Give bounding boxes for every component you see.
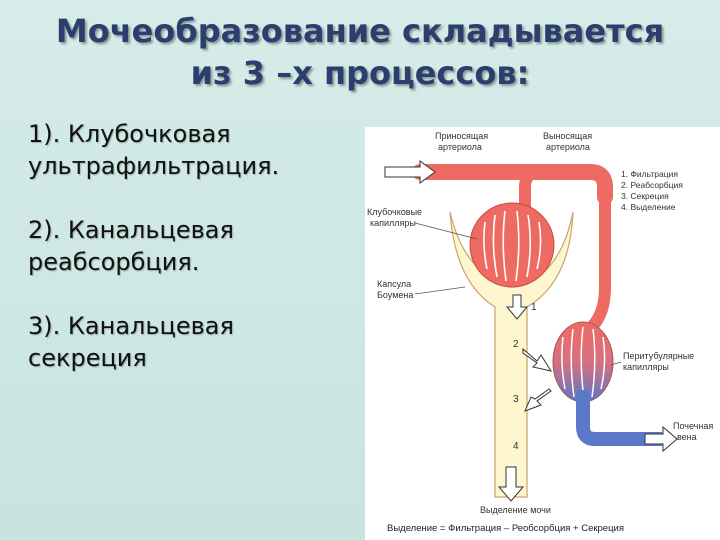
glomerulus (469, 202, 555, 288)
afferent-label: Приносящая (435, 131, 488, 141)
nephron-svg: 1 2 3 4 Приносящая артериола Выносящая а… (367, 131, 713, 534)
process-list: 1). Клубочковая ультрафильтрация. 2). Ка… (28, 118, 358, 406)
legend-item: 2. Реабсорбция (621, 180, 683, 190)
peritubular-pointer (610, 361, 622, 366)
step-number: 3 (513, 394, 519, 405)
inflow-arrow-icon (384, 160, 436, 184)
efferent-label: Выносящая (543, 131, 592, 141)
efferent-label: артериола (546, 142, 590, 152)
title-line-1: Мочеобразование складывается (55, 12, 665, 50)
vein-label: Почечная (673, 421, 713, 431)
step-number: 4 (513, 441, 519, 452)
step-number: 1 (531, 302, 537, 313)
process-item-filtration: 1). Клубочковая ультрафильтрация. (28, 118, 358, 182)
glomerular-pointer (414, 222, 478, 240)
process-item-line: 2). Канальцевая (28, 216, 234, 244)
process-item-line: 3). Канальцевая (28, 312, 234, 340)
process-item-line: секреция (28, 344, 147, 372)
step-number: 2 (513, 339, 519, 350)
slide-title: Мочеобразование складывается из 3 –х про… (0, 10, 720, 94)
capsule-pointer (414, 286, 466, 295)
glomerular-label: капилляры (370, 218, 416, 228)
formula-text: Выделение = Фильтрация – Реобсорбция + С… (387, 523, 624, 534)
outflow-arrow-icon (644, 425, 678, 453)
peritubular-label: капилляры (623, 362, 669, 372)
process-item-line: реабсорбция. (28, 248, 200, 276)
legend-item: 3. Секреция (621, 191, 669, 201)
peritubular-label: Перитубулярные (623, 351, 694, 361)
capsule-label: Капсула (377, 279, 411, 289)
glomerular-loops (483, 210, 542, 282)
renal-vein (576, 390, 667, 446)
capsule-label: Боумена (377, 290, 413, 300)
process-item-line: 1). Клубочковая (28, 120, 231, 148)
peritubular-loops (561, 326, 606, 400)
nephron-diagram: 1 2 3 4 Приносящая артериола Выносящая а… (365, 127, 720, 540)
process-item-reabsorption: 2). Канальцевая реабсорбция. (28, 214, 358, 278)
afferent-label: артериола (438, 142, 482, 152)
excretion-arrow-icon (497, 466, 525, 502)
vein-label: вена (677, 432, 697, 442)
process-item-line: ультрафильтрация. (28, 152, 280, 180)
title-line-2: из 3 –х процессов: (190, 54, 530, 92)
excretion-label: Выделение мочи (480, 505, 551, 515)
legend-item: 1. Фильтрация (621, 169, 678, 179)
process-item-secretion: 3). Канальцевая секреция (28, 310, 358, 374)
afferent-arteriole (412, 164, 613, 205)
arrows (384, 160, 678, 502)
filtration-arrow-icon (505, 294, 529, 320)
secretion-arrow-icon (524, 388, 552, 412)
glomerular-label: Клубочковые (367, 207, 422, 217)
legend-item: 4. Выделение (621, 202, 676, 212)
reabsorption-arrow-icon (522, 347, 553, 372)
